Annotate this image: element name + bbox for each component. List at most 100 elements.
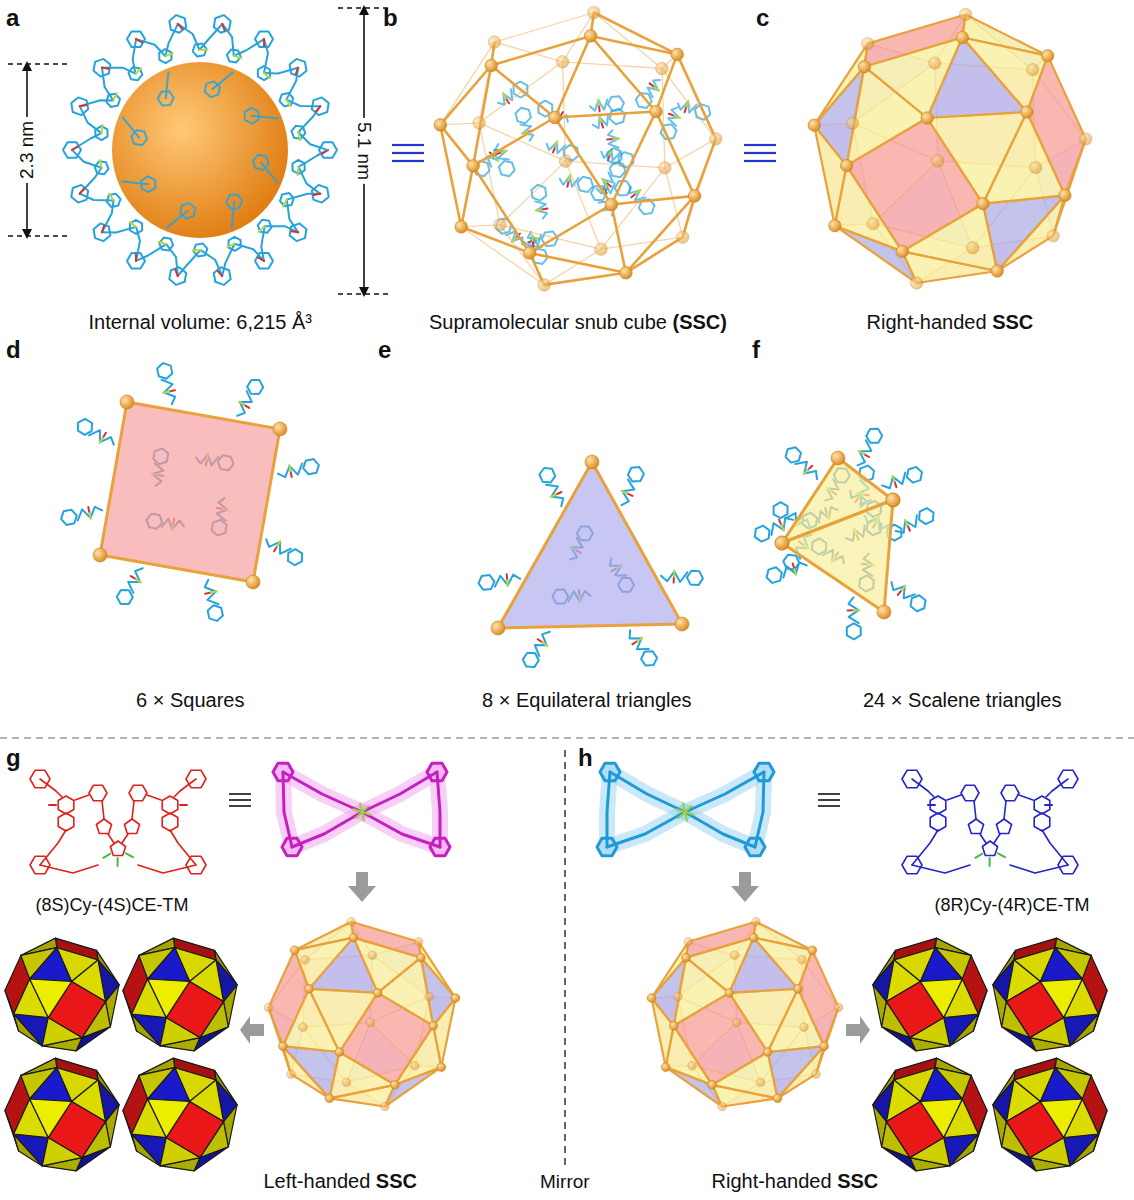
ring xyxy=(641,651,657,665)
mirror-label: Mirror xyxy=(540,1171,590,1193)
bond xyxy=(597,99,600,105)
ring xyxy=(523,653,539,667)
ring xyxy=(214,15,231,33)
cube-edge xyxy=(555,118,612,205)
bond xyxy=(283,772,362,812)
bond xyxy=(859,451,864,454)
ring xyxy=(597,838,617,855)
vertex-ball xyxy=(325,1094,334,1103)
ligand-right xyxy=(597,763,1078,1110)
bond xyxy=(49,804,56,806)
bond xyxy=(912,865,970,873)
ring xyxy=(1034,813,1050,831)
bond xyxy=(78,507,102,521)
bond xyxy=(998,853,1005,857)
ring xyxy=(539,468,555,483)
bond xyxy=(286,68,298,100)
bond xyxy=(498,89,512,105)
bond xyxy=(313,194,320,195)
bond xyxy=(277,541,280,546)
cube-edge xyxy=(473,166,529,253)
ring xyxy=(247,380,263,394)
vertex-ball xyxy=(710,133,723,146)
ring xyxy=(61,510,77,525)
bond xyxy=(535,632,550,656)
vertex-ball xyxy=(467,160,480,173)
bond xyxy=(794,569,796,575)
vertex-ball xyxy=(584,30,597,43)
ring xyxy=(169,15,186,33)
vertex-ball xyxy=(718,1102,727,1111)
vertex-ball xyxy=(932,155,944,167)
bond xyxy=(362,772,437,812)
bond xyxy=(130,222,136,227)
triangle-face-model xyxy=(479,455,703,667)
bond xyxy=(668,107,679,126)
bond xyxy=(212,73,232,90)
vertex-ball xyxy=(820,1042,829,1051)
vertex-ball xyxy=(862,37,874,49)
cube-edge xyxy=(461,227,544,285)
bond xyxy=(755,772,764,847)
cube-edge xyxy=(491,36,590,66)
vertex-ball xyxy=(749,933,758,942)
vertex-ball xyxy=(381,1102,390,1111)
block-arrow xyxy=(846,1016,870,1044)
bond xyxy=(296,68,298,75)
vertex-ball xyxy=(846,117,858,129)
bond xyxy=(947,795,961,800)
bond xyxy=(543,643,548,646)
vertex-ball xyxy=(301,955,310,964)
vertex-ball xyxy=(730,951,739,960)
vertex-ball xyxy=(661,1063,670,1072)
bond xyxy=(103,854,110,858)
cube-edge xyxy=(555,36,591,118)
bond xyxy=(166,244,178,276)
bond xyxy=(858,440,872,465)
bond xyxy=(975,854,982,858)
bond xyxy=(178,24,183,29)
ring xyxy=(89,785,107,801)
bond xyxy=(147,795,161,800)
vertex-ball xyxy=(929,57,941,69)
cube-edge xyxy=(611,205,626,273)
bond xyxy=(989,858,991,866)
bond xyxy=(40,865,98,873)
bond xyxy=(636,190,641,194)
ring xyxy=(516,108,531,124)
bold-word: SSC xyxy=(992,311,1033,333)
bond xyxy=(298,132,300,140)
ring xyxy=(127,253,145,269)
cube-face xyxy=(1040,1099,1082,1138)
internal-cavity xyxy=(112,62,288,238)
bond xyxy=(524,235,541,246)
vertex-ball xyxy=(417,953,426,962)
bond xyxy=(980,834,986,843)
vertex-ball xyxy=(366,1018,375,1027)
bond xyxy=(201,250,223,276)
vertex-ball xyxy=(620,267,633,280)
bond xyxy=(175,270,178,277)
dim-tick xyxy=(8,63,68,65)
bond xyxy=(629,187,645,201)
bond xyxy=(849,597,859,623)
bond xyxy=(218,271,223,276)
vertex-ball xyxy=(523,247,536,260)
vertex-ball xyxy=(834,1003,843,1012)
cube-face xyxy=(1040,1068,1082,1102)
ring xyxy=(280,193,294,206)
ring xyxy=(786,447,802,462)
cube-edge xyxy=(626,196,695,273)
compound-name: (8R)Cy-(4R)CE-TM xyxy=(935,895,1090,916)
vertex-ball xyxy=(1042,50,1054,62)
bond xyxy=(1019,795,1033,800)
vertex-ball xyxy=(1047,230,1059,242)
cube-edge xyxy=(461,227,529,253)
ring xyxy=(982,841,997,856)
bond xyxy=(1004,801,1006,819)
panel-caption: Left-handed SSC xyxy=(264,1170,417,1193)
bond xyxy=(90,513,91,519)
bond xyxy=(126,853,133,857)
bond xyxy=(360,803,362,812)
bond xyxy=(675,116,681,118)
